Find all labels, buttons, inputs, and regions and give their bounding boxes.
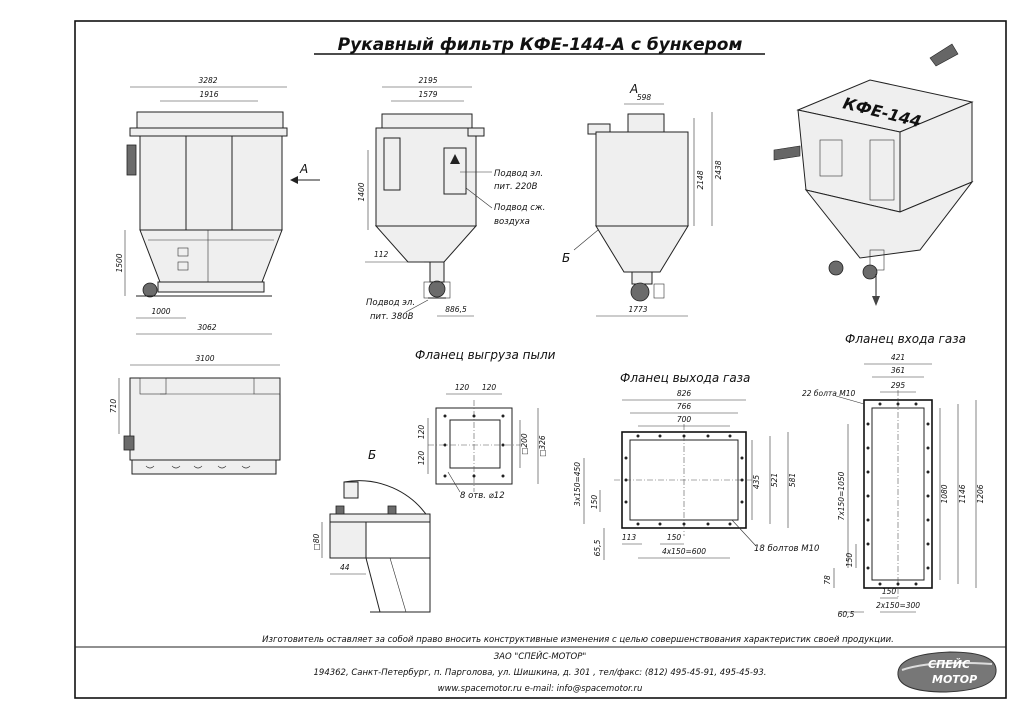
dim-in-1146: 1146 (958, 484, 967, 503)
dim-out-581: 581 (788, 473, 797, 487)
detail-b: Б □80 44 (312, 448, 431, 613)
dim-out-150b: 150 (667, 533, 682, 542)
dim-front-3062: 3062 (197, 323, 216, 332)
dim-in-1080: 1080 (940, 484, 949, 503)
drawing-title: Рукавный фильтр КФЕ-144-А с бункером (338, 35, 743, 55)
dim-out-655: 65,5 (593, 539, 602, 556)
dim-out-3x150: 3х150=450 (573, 462, 582, 506)
sheet-frame (74, 20, 1007, 699)
dim-in-361: 361 (891, 366, 905, 375)
dim-out-766: 766 (677, 402, 692, 411)
dim-out-113: 113 (622, 533, 637, 542)
dim-side-width: 2195 (418, 76, 437, 85)
in-flange-title: Фланец входа газа (845, 332, 966, 346)
dust-flange-title: Фланец выгруза пыли (415, 348, 556, 362)
dim-in-1206: 1206 (976, 484, 985, 503)
dim-out-150: 150 (590, 495, 599, 510)
logo-line1: СПЕЙС (928, 658, 970, 671)
footer-web: www.spacemotor.ru e-mail: info@spacemoto… (438, 684, 643, 694)
view-a: А 598 2148 2438 1773 Б (562, 82, 723, 317)
note-air-l2: воздуха (494, 217, 530, 227)
isometric-view: КФЕ-144 (773, 43, 974, 306)
dim-a-2438: 2438 (714, 160, 723, 179)
in-flange: Фланец входа газа 421 361 295 22 болта М… (802, 332, 985, 619)
dim-front-1000: 1000 (151, 307, 170, 316)
dim-in-7x150: 7х150=1050 (837, 471, 846, 520)
dim-in-605: 60,5 (838, 610, 855, 619)
dim-out-4x150: 4х150=600 (662, 547, 706, 556)
dim-side-112: 112 (374, 250, 389, 259)
out-flange-title: Фланец выхода газа (620, 371, 750, 385)
dim-out-700: 700 (677, 415, 692, 424)
dim-side-1579: 1579 (418, 90, 437, 99)
dim-out-826: 826 (677, 389, 692, 398)
dim-in-150b: 150 (882, 587, 897, 596)
detail-b-title: Б (368, 448, 376, 462)
dim-a-598: 598 (637, 93, 652, 102)
dim-dust-120a: 120 (455, 383, 470, 392)
side-view: 2195 1579 1400 112 886,5 Подвод эл. пит.… (357, 76, 545, 322)
dim-out-521: 521 (770, 473, 779, 487)
dim-dust-120c: 120 (417, 425, 426, 440)
dim-front-mid: 1916 (199, 90, 218, 99)
plan-view: 3100 710 (109, 354, 281, 475)
footer-disclaimer: Изготовитель оставляет за собой право вн… (262, 635, 894, 645)
dim-out-435: 435 (752, 475, 761, 490)
note-power380-l1: Подвод эл. (366, 298, 415, 308)
dim-in-421: 421 (891, 353, 905, 362)
company-logo: СПЕЙС МОТОР (897, 651, 997, 693)
dim-a-2148: 2148 (696, 170, 705, 189)
footer-company: ЗАО "СПЕЙС-МОТОР" (494, 650, 587, 662)
note-bolts22: 22 болта М10 (802, 389, 856, 398)
dim-dust-120d: 120 (417, 451, 426, 466)
view-a-title: А (629, 82, 638, 96)
logo-line2: МОТОР (932, 673, 977, 686)
dim-in-78: 78 (823, 575, 832, 585)
dim-plan-3100: 3100 (195, 354, 214, 363)
view-label-a: А (299, 162, 308, 176)
dim-dust-200: □200 (520, 433, 529, 455)
dim-dust-326: □326 (538, 435, 547, 457)
dim-in-295: 295 (891, 381, 906, 390)
note-power220-l2: пит. 220В (494, 182, 538, 192)
dim-b-44: 44 (340, 563, 350, 572)
dim-side-8865: 886,5 (445, 305, 467, 314)
dim-front-height: 1500 (115, 253, 124, 272)
view-label-b: Б (562, 251, 570, 265)
footer-address: 194362, Санкт-Петербург, п. Парголова, у… (314, 668, 767, 678)
front-view: 3282 1916 1500 1000 3062 А (115, 76, 320, 335)
note-power220-l1: Подвод эл. (494, 169, 543, 179)
dim-plan-710: 710 (109, 399, 118, 414)
note-holes8: 8 отв. ⌀12 (460, 491, 505, 501)
dust-flange: Фланец выгруза пыли 120 120 120 120 □200… (415, 348, 556, 501)
dim-front-width: 3282 (198, 76, 217, 85)
dim-side-1400: 1400 (357, 182, 366, 201)
note-air-l1: Подвод сж. (494, 203, 545, 213)
dim-dust-120b: 120 (482, 383, 497, 392)
dim-in-150: 150 (845, 553, 854, 568)
dim-in-2x150: 2х150=300 (876, 601, 920, 610)
out-flange: Фланец выхода газа 826 766 700 3х150=450… (573, 371, 819, 560)
note-bolts18: 18 болтов М10 (754, 544, 819, 554)
dim-a-1773: 1773 (628, 305, 647, 314)
note-power380-l2: пит. 380В (370, 312, 414, 322)
dim-b-80: □80 (312, 533, 321, 550)
